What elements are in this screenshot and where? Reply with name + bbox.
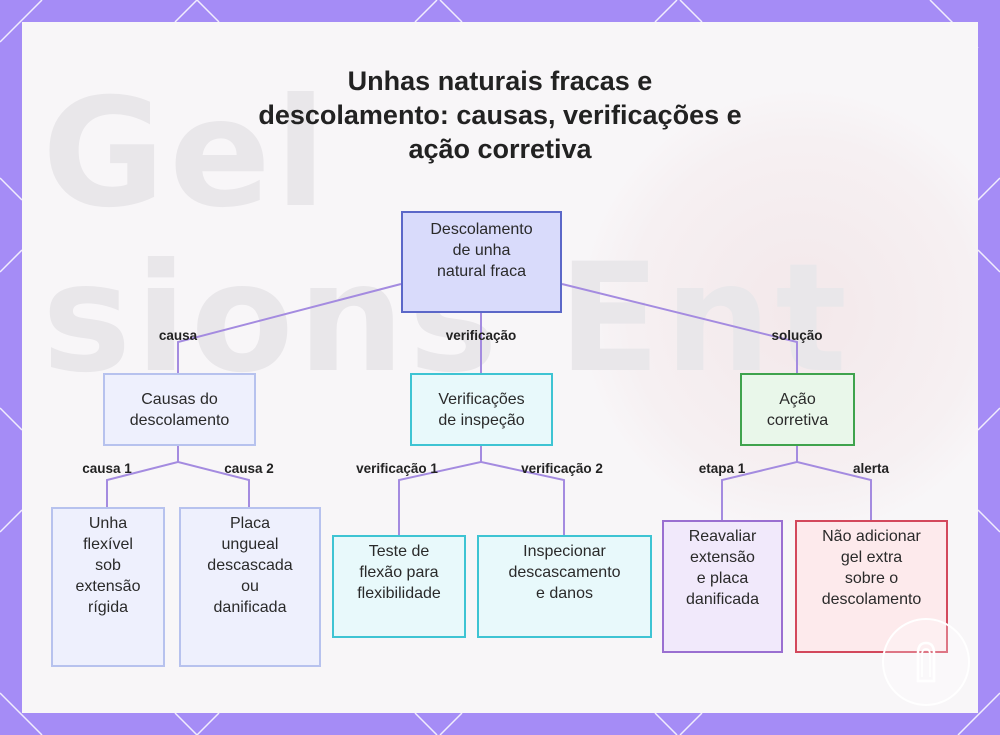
edge-causes-cause1 <box>106 446 179 507</box>
nail-logo-icon <box>916 641 936 683</box>
edge-label-causa-2: causa 2 <box>224 461 274 476</box>
node-check-1-label: Teste de flexão para flexibilidade <box>357 543 441 602</box>
edge-label-verificacao-2: verificação 2 <box>521 461 603 476</box>
node-checks-label: Verificações de inspeção <box>438 390 525 429</box>
edge-label-etapa-1: etapa 1 <box>698 461 746 476</box>
edge-label-causa-1: causa 1 <box>82 461 132 476</box>
node-step-1-label: Reavaliar extensão e placa danificada <box>686 528 759 608</box>
title-line-3: ação corretiva <box>408 134 592 164</box>
node-cause-1-label: Unha flexível sob extensão rígida <box>75 515 141 616</box>
node-action-label: Ação corretiva <box>766 390 829 429</box>
background-glow <box>582 92 978 532</box>
edge-checks-check2 <box>480 446 565 535</box>
node-causes-label: Causas do descolamento <box>129 390 230 429</box>
node-checks: Verificações de inspeção <box>410 373 553 446</box>
edge-label-alerta: alerta <box>852 461 890 476</box>
edge-checks-check1 <box>398 446 482 535</box>
node-cause-2: Placa ungueal descascada ou danificada <box>179 507 321 667</box>
node-check-2-label: Inspecionar descascamento e danos <box>508 543 621 602</box>
title-line-1: Unhas naturais fracas e <box>347 66 653 96</box>
node-root: Descolamento de unha natural fraca <box>401 211 562 313</box>
node-step-1: Reavaliar extensão e placa danificada <box>662 520 783 653</box>
node-root-label: Descolamento de unha natural fraca <box>430 221 533 280</box>
edge-action-alert <box>796 446 872 520</box>
node-cause-2-label: Placa ungueal descascada ou danificada <box>207 515 293 616</box>
node-check-2: Inspecionar descascamento e danos <box>477 535 652 638</box>
edge-root-action <box>561 283 798 373</box>
edge-root-causes <box>177 283 402 373</box>
edge-label-verificacao-1: verificação 1 <box>356 461 438 476</box>
edge-label-causa: causa <box>158 328 198 343</box>
edge-action-step1 <box>721 446 798 520</box>
diagram-title: Unhas naturais fracas e descolamento: ca… <box>200 64 800 166</box>
edge-causes-cause2 <box>177 446 250 507</box>
node-cause-1: Unha flexível sob extensão rígida <box>51 507 165 667</box>
node-causes: Causas do descolamento <box>103 373 256 446</box>
edge-label-verificacao: verificação <box>445 328 517 343</box>
node-action: Ação corretiva <box>740 373 855 446</box>
brand-logo <box>882 618 970 706</box>
title-line-2: descolamento: causas, verificações e <box>258 100 742 130</box>
node-alert-label: Não adicionar gel extra sobre o descolam… <box>821 528 922 608</box>
edge-label-solucao: solução <box>771 328 823 343</box>
node-check-1: Teste de flexão para flexibilidade <box>332 535 466 638</box>
